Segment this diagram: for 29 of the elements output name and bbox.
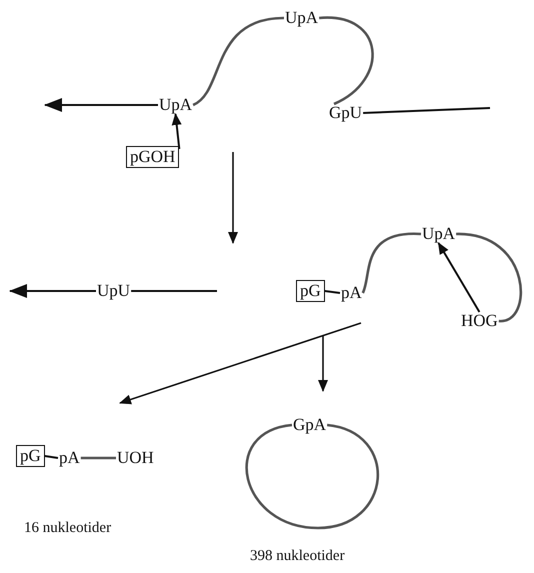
rna-strand [456, 232, 522, 322]
rna-strand [44, 455, 58, 459]
arrow [438, 242, 480, 312]
sequence-label: HOG [460, 312, 499, 330]
nucleotide-box: pG [16, 445, 45, 467]
sequence-label: pA [340, 284, 363, 302]
rna-strand [324, 290, 340, 294]
length-note: 398 nukleotider [250, 548, 345, 565]
sequence-label: pA [58, 449, 81, 467]
sequence-label: GpU [328, 104, 364, 122]
sequence-label: GpA [292, 416, 328, 434]
rna-strand [192, 16, 284, 106]
nucleotide-box: pGOH [126, 146, 180, 168]
sequence-label: UpA [421, 225, 456, 243]
arrow [9, 284, 96, 298]
arrow [44, 98, 158, 112]
rna-strand [131, 290, 217, 292]
rna-strand [319, 16, 374, 106]
rna-strand [363, 107, 490, 114]
nucleotide-box: pG [296, 280, 325, 302]
rna-strand [362, 232, 421, 294]
length-note: 16 nukleotider [24, 520, 112, 537]
sequence-label: UpA [284, 9, 320, 27]
arrow [172, 113, 182, 150]
rna-strand [245, 424, 379, 530]
rna-strand [80, 456, 116, 460]
sequence-label: UpA [158, 96, 194, 114]
sequence-label: UpU [96, 282, 132, 300]
sequence-label: UOH [116, 449, 155, 467]
